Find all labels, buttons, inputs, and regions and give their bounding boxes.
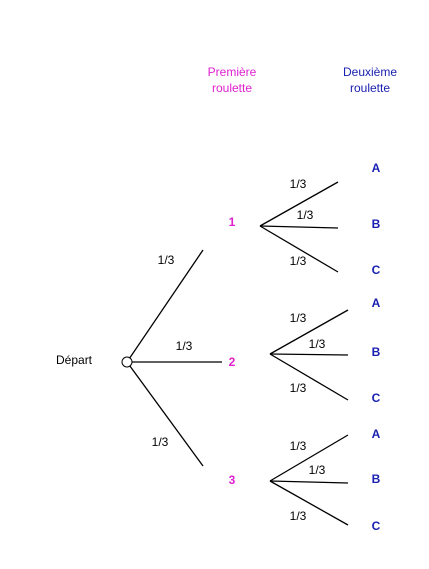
tree-branches [126,181,349,526]
outcome-2-A: A [372,296,381,310]
start-label: Départ [56,353,93,367]
prob-1-to-A: 1/3 [290,177,307,191]
branch-1-to-B [259,225,339,229]
tree-labels: 1/311/3A1/3B1/3C1/321/3A1/3B1/3C1/331/3A… [152,161,381,533]
outcome-2-B: B [372,345,381,359]
outcome-2-C: C [372,391,381,405]
prob-1-to-B: 1/3 [297,208,314,222]
outcome-1-B: B [372,217,381,231]
node-first-2: 2 [229,355,236,369]
prob-3-to-B: 1/3 [309,463,326,477]
outcome-3-A: A [372,427,381,441]
branch-start-to-3 [126,361,204,467]
outcome-1-A: A [372,161,381,175]
outcome-3-C: C [372,519,381,533]
branch-1-to-C [259,225,339,273]
branch-3-to-C [269,480,349,526]
header-deuxieme-line1: Deuxième [343,65,397,79]
outcome-1-C: C [372,263,381,277]
header-deuxieme-line2: roulette [350,81,390,95]
header-premiere-line2: roulette [212,81,252,95]
prob-3-to-C: 1/3 [290,509,307,523]
branch-2-to-A [269,309,349,355]
branch-2-to-C [269,353,349,401]
branch-3-to-A [269,434,349,482]
node-first-3: 3 [229,473,236,487]
prob-start-to-2: 1/3 [176,339,193,353]
prob-2-to-A: 1/3 [290,311,307,325]
prob-start-to-3: 1/3 [152,435,169,449]
outcome-3-B: B [372,472,381,486]
prob-3-to-A: 1/3 [290,439,307,453]
prob-2-to-C: 1/3 [290,381,307,395]
node-first-1: 1 [229,215,236,229]
prob-1-to-C: 1/3 [290,254,307,268]
start-node [121,356,133,368]
header-premiere-line1: Première [208,65,257,79]
branch-2-to-B [269,353,349,356]
prob-start-to-1: 1/3 [158,253,175,267]
branch-1-to-A [259,181,339,227]
branch-3-to-B [269,480,349,484]
prob-2-to-B: 1/3 [309,337,326,351]
branch-start-to-1 [126,249,204,363]
